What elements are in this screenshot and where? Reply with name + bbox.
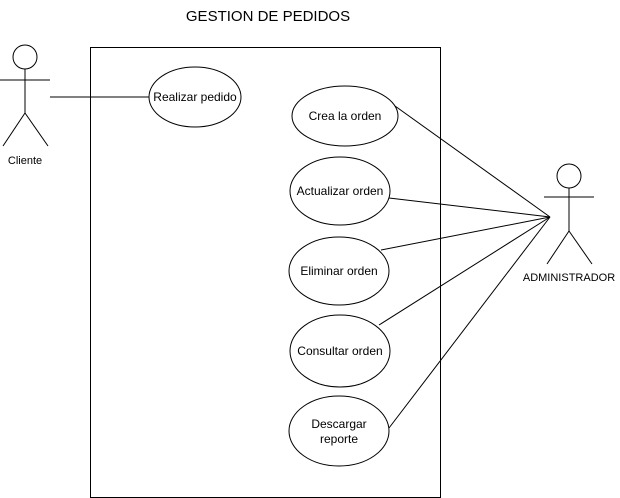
association-admin-consultar-orden — [378, 216, 551, 326]
associations — [50, 96, 551, 429]
use-case-descargar-reporte: Descargar reporte — [288, 395, 390, 467]
use-case-realizar-pedido: Realizar pedido — [148, 66, 242, 128]
use-case-ellipse — [288, 236, 390, 306]
actor-cliente: Cliente — [0, 44, 50, 167]
actor-administrador-left-leg — [546, 230, 570, 265]
actor-cliente-right-leg — [24, 112, 49, 147]
use-case-ellipse — [291, 85, 399, 147]
use-case-label-line1: Descargar — [311, 417, 366, 431]
diagram-title: GESTION DE PEDIDOS — [186, 8, 350, 25]
association-admin-actualizar-orden — [388, 197, 551, 218]
use-case-consultar-orden: Consultar orden — [289, 314, 391, 388]
use-case-label: Eliminar orden — [300, 264, 377, 278]
use-case-crea-orden: Crea la orden — [291, 85, 399, 147]
use-case-label: Crea la orden — [309, 109, 382, 123]
actor-administrador: ADMINISTRADOR — [523, 163, 615, 284]
actor-administrador-head — [556, 163, 582, 189]
actor-administrador-label: ADMINISTRADOR — [523, 272, 615, 284]
use-case-label-line2: reporte — [320, 432, 358, 446]
association-admin-crea-orden — [394, 105, 551, 218]
use-case-actualizar-orden: Actualizar orden — [289, 156, 391, 226]
actor-administrador-right-leg — [568, 230, 593, 265]
use-case-ellipse — [288, 395, 390, 467]
use-case-ellipse — [289, 156, 391, 226]
use-case-eliminar-orden: Eliminar orden — [288, 236, 390, 306]
actor-cliente-left-leg — [2, 112, 26, 147]
use-case-label: Realizar pedido — [153, 90, 237, 104]
use-case-ellipse — [289, 314, 391, 388]
association-admin-descargar-reporte — [388, 216, 551, 429]
association-admin-eliminar-orden — [380, 216, 551, 251]
use-case-label: Consultar orden — [297, 344, 382, 358]
use-case-ellipse — [148, 66, 242, 128]
use-case-label: Actualizar orden — [297, 184, 384, 198]
actor-cliente-head — [12, 44, 38, 70]
actor-cliente-label: Cliente — [8, 155, 42, 167]
